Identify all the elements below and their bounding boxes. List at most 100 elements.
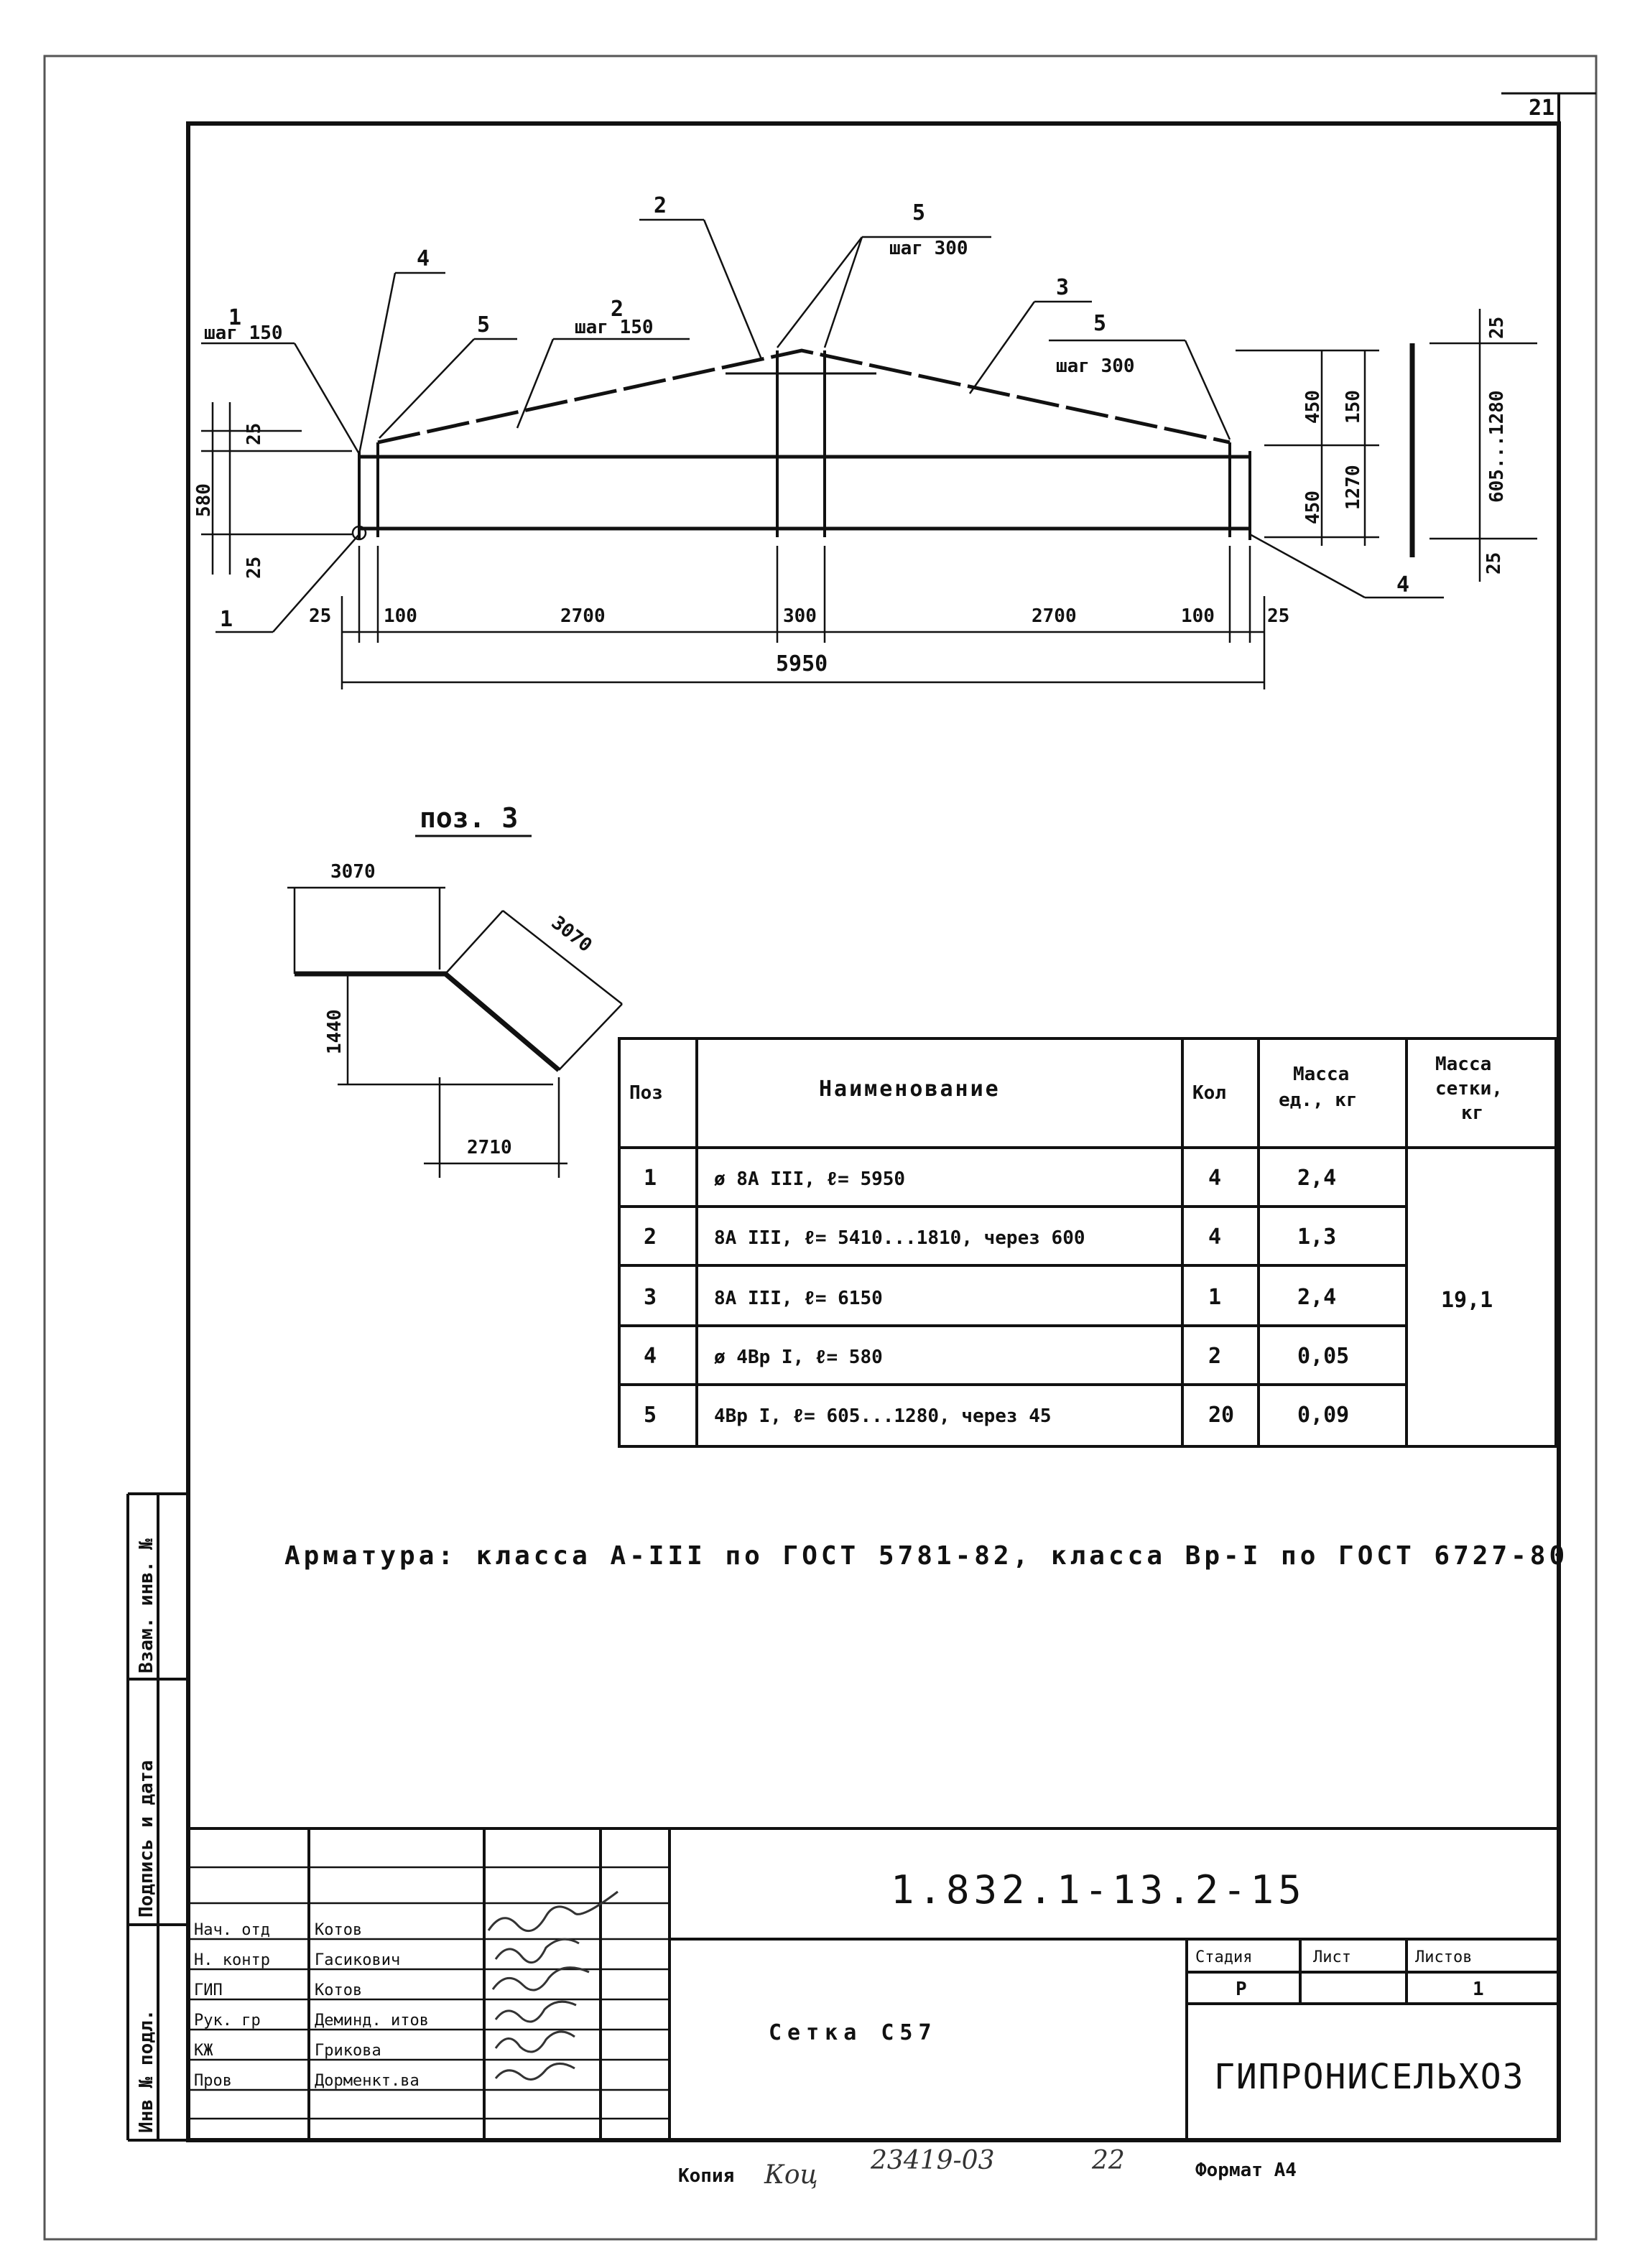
callout-pos1-top: 1: [228, 305, 241, 330]
row-2-name: 8А III, ℓ= 5410...1810, через 600: [714, 1227, 1085, 1249]
row-3-pos: 3: [644, 1285, 657, 1310]
mesh-mass-value: 19,1: [1441, 1288, 1493, 1313]
right-dimensions: [1236, 349, 1379, 546]
inner-frame: [186, 121, 1561, 2142]
row-1-mass: 2,4: [1297, 1166, 1336, 1191]
side-stamp: [126, 1492, 188, 2142]
th-mesh-mass-line2: сетки,: [1435, 1078, 1503, 1100]
callout-pos4-bottom: 4: [1396, 572, 1409, 598]
footer-copied: Копия: [678, 2165, 734, 2187]
row-4-pos: 4: [644, 1344, 657, 1369]
dim-h-4: 300: [783, 605, 817, 627]
callout-pos5-right-step: шаг 300: [1056, 355, 1135, 377]
row-3-mass: 2,4: [1297, 1285, 1336, 1310]
th-pos: Поз: [629, 1082, 663, 1104]
dim-h-1: 25: [309, 605, 331, 627]
detail-dim-25-bottom: 25: [1483, 552, 1505, 575]
dim-h-5: 2700: [1032, 605, 1077, 627]
side-stamp-replace: Взам. инв. №: [136, 1538, 157, 1673]
detail-dim-25-top: 25: [1486, 317, 1508, 339]
detail-dim-range: 605...1280: [1486, 390, 1508, 503]
footer-page: 22: [1091, 2146, 1125, 2175]
stage-label: Стадия: [1195, 1948, 1252, 1966]
row-1-pos: 1: [644, 1166, 657, 1191]
sheets-label: Листов: [1415, 1948, 1472, 1966]
row-3-name: 8А III, ℓ= 6150: [714, 1288, 883, 1309]
row-2-pos: 2: [644, 1224, 657, 1250]
callout-pos2-left: 2: [611, 297, 624, 322]
row-2-mass: 1,3: [1297, 1224, 1336, 1250]
callout-pos2-top: 2: [654, 193, 667, 218]
dim-total: 5950: [776, 651, 828, 677]
side-stamp-inventory: Инв № подл.: [136, 2009, 157, 2133]
signatures: [487, 1890, 618, 2081]
staff-role-4: Рук. гр: [194, 2012, 261, 2030]
callout-pos2-left-step: шаг 150: [575, 317, 654, 338]
dim-right-450-top: 450: [1302, 390, 1324, 424]
staff-name-2: Гасикович: [315, 1951, 400, 1969]
dim-h-3: 2700: [560, 605, 606, 627]
staff-name-3: Котов: [315, 1981, 362, 1999]
staff-name-6: Дорменкт.ва: [315, 2072, 420, 2090]
title-block-rows: [188, 1866, 669, 2120]
reinforcement-note: Арматура: класса А-III по ГОСТ 5781-82, …: [284, 1541, 1568, 1571]
row-1-name: ø 8А III, ℓ= 5950: [714, 1168, 905, 1190]
row-5-qty: 20: [1208, 1403, 1234, 1428]
row-4-name: ø 4Вр I, ℓ= 580: [714, 1347, 883, 1368]
doc-code: 1.832.1-13.2-15: [891, 1867, 1306, 1913]
row-5-mass: 0,09: [1297, 1403, 1349, 1428]
mesh-elevation: [358, 348, 1251, 540]
stage-value: Р: [1236, 1979, 1247, 2000]
staff-name-1: Котов: [315, 1921, 362, 1939]
horizontal-dimensions: [340, 546, 1266, 689]
poz3-bar: [287, 886, 623, 1178]
row-4-mass: 0,05: [1297, 1344, 1349, 1369]
footer-number: 23419-03: [870, 2146, 995, 2175]
dim-right-450-bottom: 450: [1302, 491, 1324, 524]
sheet-label: Лист: [1313, 1948, 1351, 1966]
dim-left-25-bottom: 25: [244, 557, 265, 579]
detail-bar-pos5: [1409, 309, 1537, 582]
side-stamp-signature: Подпись и дата: [136, 1760, 157, 1918]
spec-rows: 1 ø 8А III, ℓ= 5950 4 2,4 2 8А III, ℓ= 5410..…: [644, 1166, 1349, 1428]
staff-name-5: Грикова: [315, 2042, 381, 2060]
doc-name: Сетка С57: [769, 2020, 937, 2045]
dim-h-6: 100: [1181, 605, 1215, 627]
th-qty: Кол: [1192, 1082, 1226, 1104]
dim-h-7: 25: [1267, 605, 1289, 627]
dim-h-2: 100: [384, 605, 417, 627]
th-mesh-mass-line3: кг: [1461, 1102, 1483, 1124]
dim-left-580: 580: [193, 483, 215, 517]
th-mesh-mass-line1: Масса: [1435, 1054, 1491, 1075]
staff-name-4: Деминд. итов: [315, 2012, 429, 2030]
callout-pos1-top-step: шаг 150: [204, 322, 283, 344]
dim-right-1270: 1270: [1343, 465, 1364, 510]
dim-left-25-top: 25: [244, 423, 265, 445]
left-dimensions: [201, 402, 352, 575]
row-2-qty: 4: [1208, 1224, 1221, 1250]
row-4-qty: 2: [1208, 1344, 1221, 1369]
callout-pos5-left: 5: [477, 312, 490, 338]
sheets-value: 1: [1473, 1979, 1484, 2000]
callout-pos5-top: 5: [912, 200, 925, 226]
th-name: Наименование: [819, 1077, 1001, 1102]
th-mass-unit-line1: Масса: [1293, 1064, 1349, 1085]
callout-leaders: [201, 218, 1444, 633]
organization: ГИПРОНИСЕЛЬХОЗ: [1214, 2057, 1525, 2097]
title-block: [188, 1827, 1559, 2140]
spec-table: [618, 1037, 1557, 1448]
row-3-qty: 1: [1208, 1285, 1221, 1310]
poz3-dim-3070-h: 3070: [330, 861, 376, 883]
th-mass-unit-line2: ед., кг: [1279, 1089, 1358, 1111]
poz3-dim-2710: 2710: [467, 1137, 512, 1158]
row-1-qty: 4: [1208, 1166, 1221, 1191]
footer-format: Формат А4: [1195, 2160, 1297, 2181]
callout-pos5-top-step: шаг 300: [889, 238, 968, 259]
sheet-corner-number: 21: [1529, 96, 1554, 121]
poz3-title: поз. 3: [420, 802, 518, 834]
staff-role-3: ГИП: [194, 1981, 223, 1999]
staff-role-1: Нач. отд: [194, 1921, 270, 1939]
callout-pos5-right: 5: [1093, 311, 1106, 336]
